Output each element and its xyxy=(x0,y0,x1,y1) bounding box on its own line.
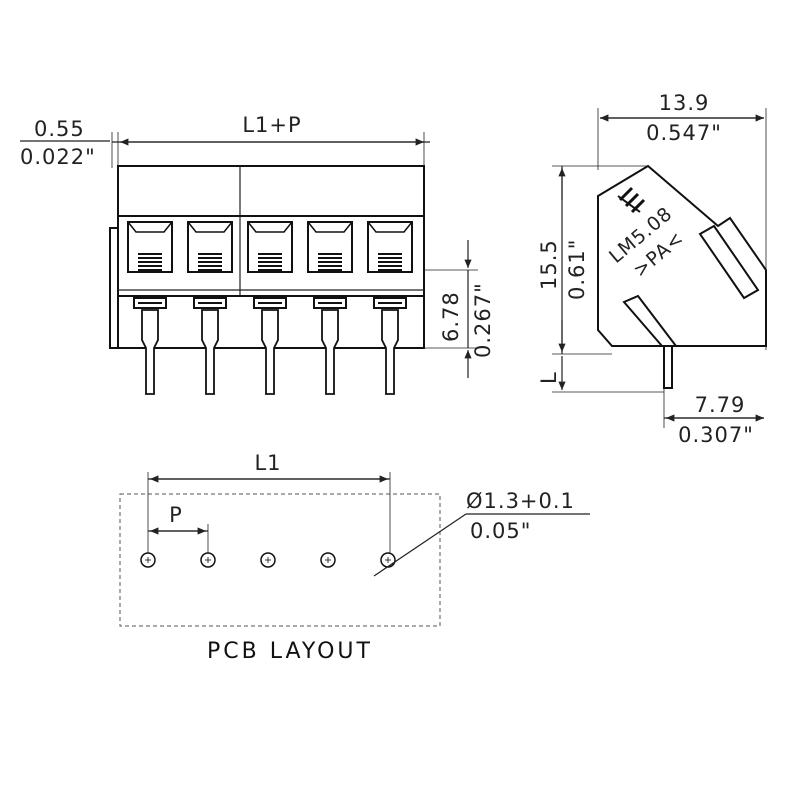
pin-height-label: 6.78 xyxy=(439,291,463,342)
pcb-layout: L1 P Ø1.3+0.1 0.05" PCB LAYOUT xyxy=(119,451,590,664)
side-pin xyxy=(663,345,673,389)
pcb-hole xyxy=(260,552,276,568)
pcb-hole xyxy=(140,552,156,568)
width-label: 13.9 xyxy=(659,91,710,115)
pcb-length-label: L1 xyxy=(254,451,281,475)
hole-dia-in-label: 0.05" xyxy=(470,519,531,543)
terminal-pole xyxy=(187,221,233,395)
housing-top xyxy=(117,165,425,217)
pcb-layout-title: PCB LAYOUT xyxy=(207,639,373,664)
pin-length-label: L xyxy=(537,371,561,384)
terminal-pole xyxy=(247,221,293,395)
pcb-hole xyxy=(320,552,336,568)
side-view: 13.9 0.547" LM5.08 >PA< 15.5 0.61" L 7. xyxy=(537,91,767,447)
pin-height-in-label: 0.267" xyxy=(471,282,495,358)
width-in-label: 0.547" xyxy=(646,121,722,145)
overall-width-label: L1+P xyxy=(242,113,301,137)
weidmuller-logo-icon xyxy=(617,186,646,214)
pcb-outline xyxy=(119,493,441,627)
front-view: L1+P 0.55 0.022" 6.78 0.267" xyxy=(20,113,495,395)
side-slot-upper xyxy=(698,224,760,300)
pcb-pitch-label: P xyxy=(169,503,183,527)
pitch-offset-label: 0.55 xyxy=(34,117,85,141)
depth-label: 7.79 xyxy=(695,393,746,417)
depth-in-label: 0.307" xyxy=(678,423,754,447)
terminal-pole xyxy=(127,221,173,395)
terminal-pole xyxy=(307,221,353,395)
height-in-label: 0.61" xyxy=(565,239,589,300)
pcb-holes xyxy=(140,552,396,568)
height-label: 15.5 xyxy=(537,239,561,290)
front-poles xyxy=(127,221,413,395)
pitch-offset-in-label: 0.022" xyxy=(20,145,96,169)
terminal-pole xyxy=(367,221,413,395)
pcb-hole xyxy=(380,552,396,568)
pcb-hole xyxy=(200,552,216,568)
hole-dia-label: Ø1.3+0.1 xyxy=(466,489,575,513)
side-slot-lower xyxy=(622,294,679,347)
